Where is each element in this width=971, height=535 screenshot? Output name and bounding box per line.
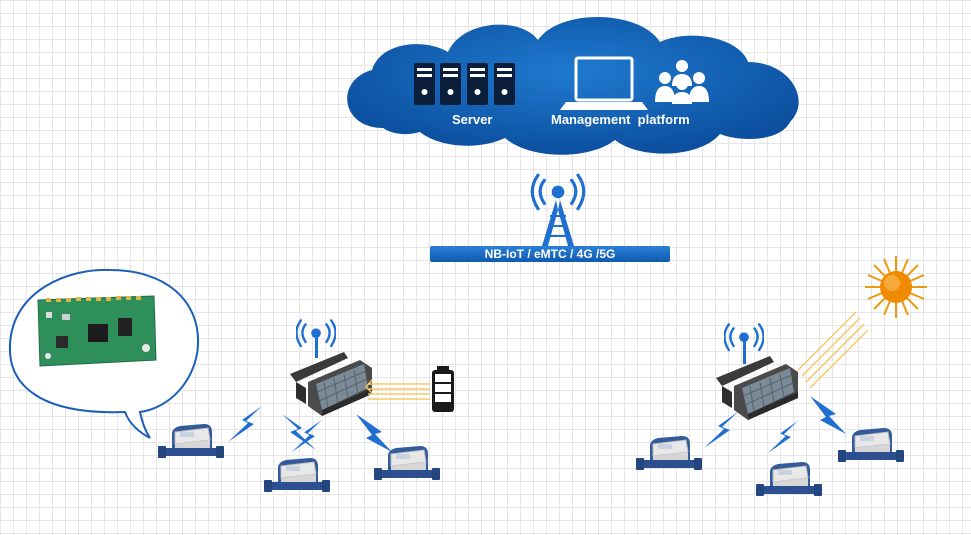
users-icon (655, 60, 709, 104)
laptop-icon (560, 56, 648, 110)
sunlight-rays (797, 311, 869, 389)
sun-icon (865, 256, 927, 318)
lightning-bolt-icon (228, 406, 262, 442)
water-meter-icon (636, 435, 702, 471)
management-platform-label: Management platform (551, 112, 690, 127)
network-label: NB-IoT / eMTC / 4G /5G (485, 247, 616, 261)
water-meter-icon (374, 445, 440, 481)
concentrator-icon (289, 319, 373, 417)
water-meter-icon (838, 427, 904, 463)
server-label: Server (452, 112, 492, 127)
lightning-bolt-icon (810, 396, 846, 434)
water-meter-icon (756, 461, 822, 497)
lightning-bolt-icon (704, 412, 738, 448)
concentrator-icon (715, 323, 799, 421)
water-meter-icon (264, 457, 330, 493)
battery-power-lines (364, 379, 430, 400)
lightning-bolt-icon (282, 414, 316, 450)
cloud (347, 16, 799, 155)
lightning-bolt-icon (767, 420, 799, 454)
network-bar: NB-IoT / eMTC / 4G /5G (430, 246, 670, 262)
battery-icon (432, 366, 454, 412)
pcb-module-icon (37, 295, 157, 367)
antenna-tower-icon (530, 173, 586, 246)
lightning-bolt-icon (356, 414, 392, 452)
water-meter-icon (158, 423, 224, 459)
server-icon (414, 63, 515, 105)
